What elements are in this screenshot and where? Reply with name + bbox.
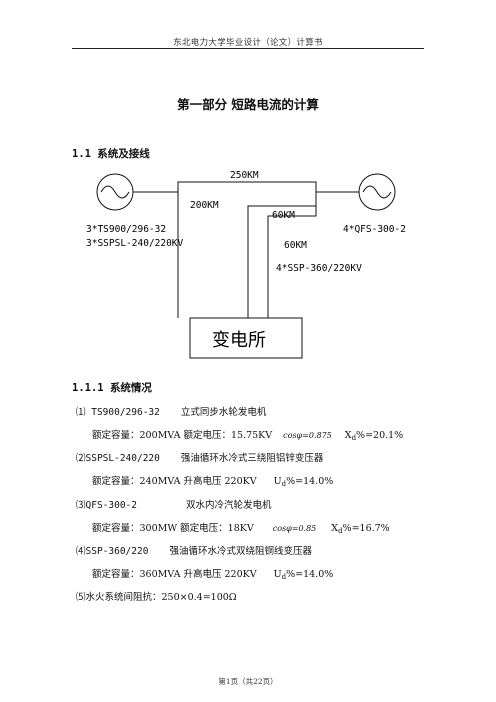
item-4-desc: 强油循环水冷式双绕阻铜线变压器	[169, 546, 312, 557]
right-generator-symbol	[358, 173, 396, 211]
label-left-gen: 3*TS900/296-32	[86, 224, 166, 235]
page-header: 东北电力大学毕业设计（论文）计算书	[173, 38, 323, 48]
item-4-label: ⑷SSP-360/220	[76, 546, 149, 557]
item-5-line: ⑸水火系统间阻抗：250×0.4=100Ω	[76, 589, 237, 603]
item-4-line: ⑷SSP-360/220 强油循环水冷式双绕阻铜线变压器	[76, 543, 312, 557]
item-1-detail-line: 额定容量：200MVA 额定电压：15.75KV cosφ=0.875 Xd%=…	[92, 427, 403, 442]
section-heading: 1.1 系统及接线	[72, 146, 150, 161]
item-1-detail: 额定容量：200MVA 额定电压：15.75KV	[92, 430, 273, 441]
item-3-desc: 双水内冷汽轮发电机	[186, 500, 272, 511]
label-250km: 250KM	[230, 170, 259, 181]
label-left-tf: 3*SSPSL-240/220KV	[86, 238, 184, 249]
substation-label: 变电所	[212, 330, 266, 351]
item-4-detail: 额定容量：360MVA 升高电压 220KV	[92, 569, 257, 580]
item-3-cos: cosφ=0.85	[272, 524, 317, 533]
left-generator-symbol	[96, 173, 134, 211]
header-rule	[72, 48, 424, 49]
item-2-ud: Ud%=14.0%	[273, 476, 334, 488]
label-right-tf: 4*SSP-360/220KV	[276, 263, 362, 274]
page-footer: 第1页（共22页）	[218, 677, 278, 686]
item-3-detail: 额定容量：300MW 额定电压：18KV	[92, 523, 254, 534]
label-60km-b: 60KM	[284, 240, 307, 251]
item-2-detail: 额定容量：240MVA 升高电压 220KV	[92, 476, 257, 487]
label-60km-a: 60KM	[272, 210, 295, 221]
item-5-label: ⑸水火系统间阻抗：250×0.4=100Ω	[76, 592, 237, 603]
item-1-xd: Xd%=20.1%	[344, 430, 404, 442]
section-title: 系统及接线	[97, 148, 150, 160]
item-4-ud: Ud%=14.0%	[273, 569, 334, 581]
item-1-line: ⑴ TS900/296-32 立式同步水轮发电机	[76, 404, 266, 418]
label-right-gen: 4*QFS-300-2	[343, 224, 406, 235]
line-250km	[133, 181, 359, 193]
item-3-line: ⑶QFS-300-2 双水内冷汽轮发电机	[76, 497, 272, 511]
section-number: 1.1	[72, 148, 91, 160]
subsection-heading: 1.1.1 系统情况	[72, 380, 152, 395]
item-1-desc: 立式同步水轮发电机	[180, 407, 267, 418]
item-2-desc: 强油循环水冷式三绕阻铝锌变压器	[180, 453, 324, 464]
item-3-xd: Xd%=16.7%	[331, 523, 390, 535]
label-200km: 200KM	[190, 200, 219, 211]
subsection-number: 1.1.1	[72, 382, 104, 394]
line-60km-a	[247, 192, 317, 318]
page-title: 第一部分 短路电流的计算	[177, 97, 319, 112]
line-60km-b	[267, 206, 317, 318]
item-2-detail-line: 额定容量：240MVA 升高电压 220KV Ud%=14.0%	[92, 473, 333, 488]
subsection-title: 系统情况	[109, 382, 152, 394]
item-1-cos: cosφ=0.875	[283, 431, 332, 440]
item-2-line: ⑵SSPSL-240/220 强油循环水冷式三绕阻铝锌变压器	[76, 450, 323, 464]
item-4-detail-line: 额定容量：360MVA 升高电压 220KV Ud%=14.0%	[92, 566, 333, 581]
substation-box	[189, 317, 303, 359]
item-1-label: ⑴ TS900/296-32	[76, 407, 160, 418]
item-3-detail-line: 额定容量：300MW 额定电压：18KV cosφ=0.85 Xd%=16.7%	[92, 520, 390, 535]
item-2-label: ⑵SSPSL-240/220	[76, 453, 160, 464]
item-3-label: ⑶QFS-300-2	[76, 500, 137, 511]
system-diagram: 250KM 200KM 60KM 3*TS900/296-32 3*SSPSL-…	[86, 170, 406, 359]
